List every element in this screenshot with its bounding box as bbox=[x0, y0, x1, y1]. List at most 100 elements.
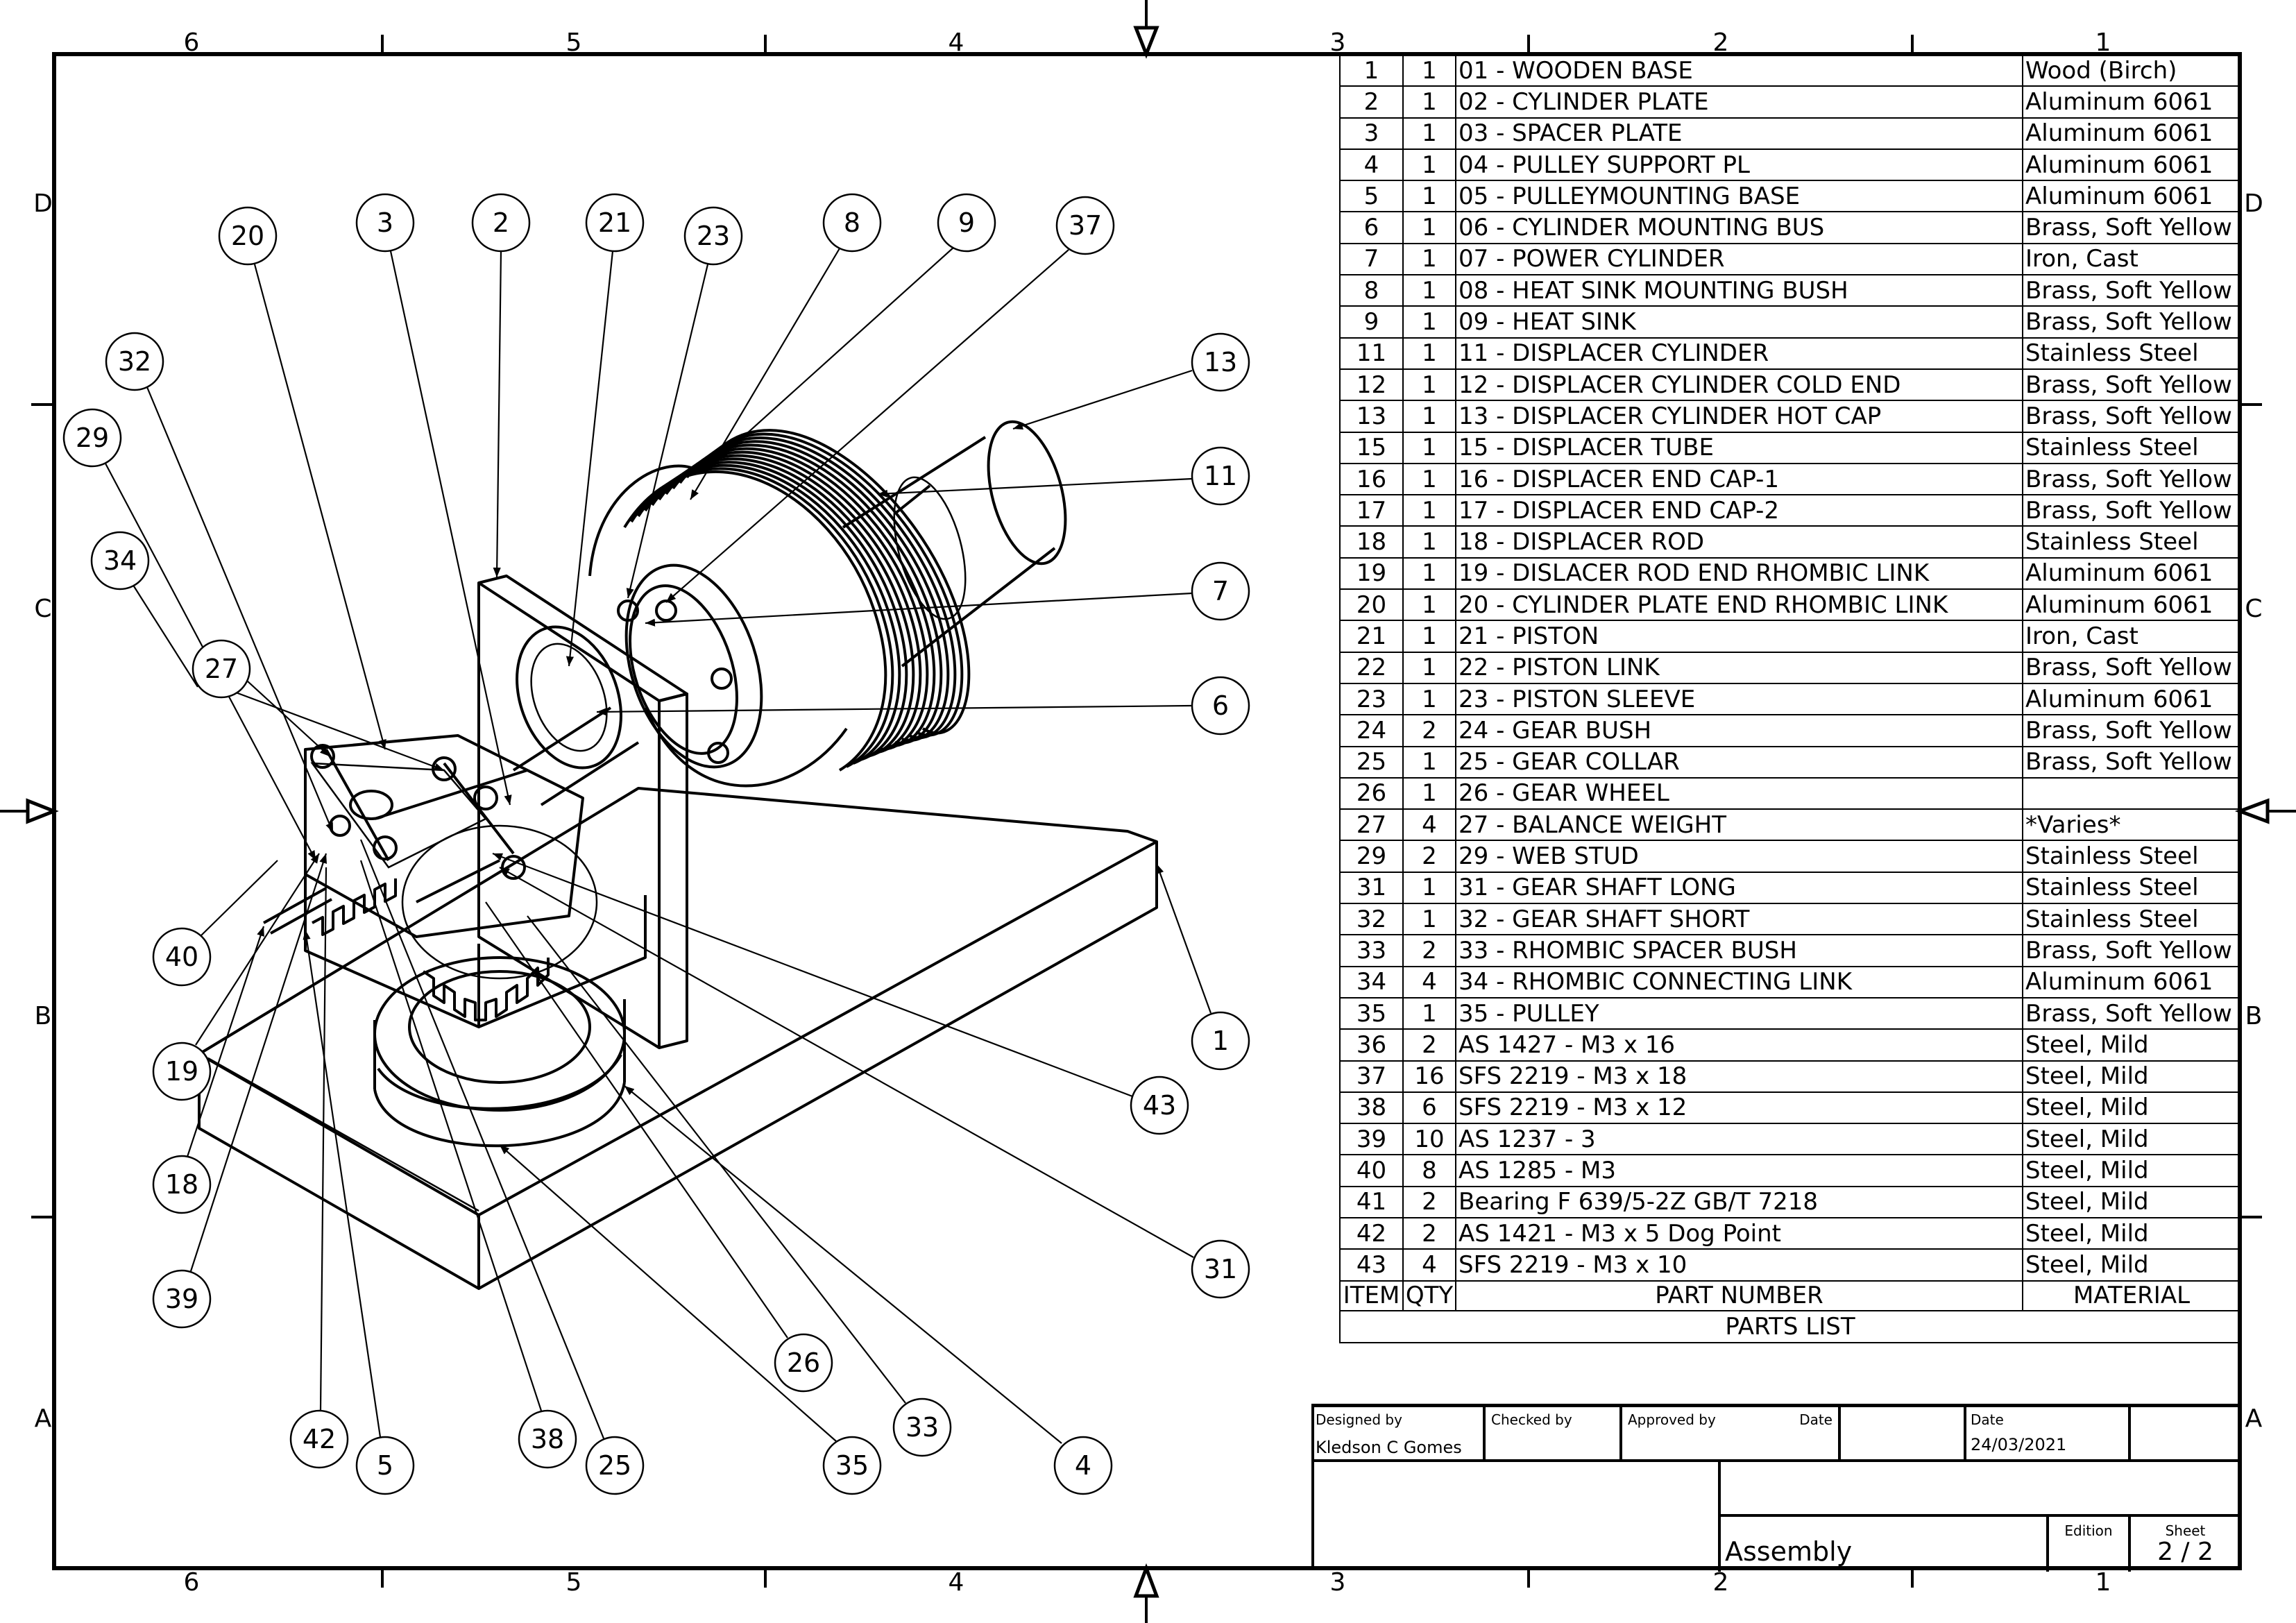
cell-part-number: 34 - RHOMBIC CONNECTING LINK bbox=[1455, 965, 2023, 999]
balloon-40-label: 40 bbox=[165, 942, 198, 972]
balloon-34[interactable]: 34 bbox=[90, 531, 150, 590]
cell-qty: 4 bbox=[1402, 1248, 1456, 1282]
cell-item: 35 bbox=[1339, 996, 1404, 1030]
cell-item: 29 bbox=[1339, 840, 1404, 873]
balloon-31[interactable]: 31 bbox=[1191, 1239, 1250, 1299]
parts-list-header: ITEM QTY PART NUMBER MATERIAL bbox=[1339, 1280, 2241, 1311]
balloon-4[interactable]: 4 bbox=[1053, 1436, 1113, 1495]
approved-date-label: Date bbox=[1799, 1411, 1832, 1428]
blank-cell bbox=[2131, 1407, 2240, 1462]
cell-material: Iron, Cast bbox=[2022, 620, 2241, 653]
cell-qty: 16 bbox=[1402, 1060, 1456, 1093]
balloon-35[interactable]: 35 bbox=[822, 1436, 882, 1495]
balloon-5[interactable]: 5 bbox=[355, 1436, 415, 1495]
balloon-19[interactable]: 19 bbox=[152, 1042, 212, 1101]
cell-qty: 1 bbox=[1402, 180, 1456, 213]
balloon-1[interactable]: 1 bbox=[1191, 1011, 1250, 1071]
centering-mark-top bbox=[1133, 0, 1159, 59]
cell-qty: 1 bbox=[1402, 117, 1456, 150]
zone-row-a: A bbox=[2245, 1404, 2263, 1433]
balloon-26[interactable]: 26 bbox=[774, 1333, 833, 1393]
cell-item: 25 bbox=[1339, 745, 1404, 779]
balloon-2[interactable]: 2 bbox=[471, 193, 531, 253]
cell-item: 36 bbox=[1339, 1028, 1404, 1062]
cell-qty: 1 bbox=[1402, 431, 1456, 464]
balloon-11[interactable]: 11 bbox=[1191, 446, 1250, 506]
balloon-9[interactable]: 9 bbox=[937, 193, 996, 253]
balloon-43[interactable]: 43 bbox=[1130, 1076, 1189, 1135]
balloon-32[interactable]: 32 bbox=[105, 332, 164, 391]
balloon-25[interactable]: 25 bbox=[585, 1436, 645, 1495]
balloon-32-label: 32 bbox=[118, 346, 151, 377]
zone-col-5: 5 bbox=[566, 28, 582, 57]
balloon-8[interactable]: 8 bbox=[822, 193, 882, 253]
cell-item: 40 bbox=[1339, 1154, 1404, 1187]
cell-qty: 1 bbox=[1402, 148, 1456, 182]
cell-qty: 1 bbox=[1402, 211, 1456, 244]
cell-material: Aluminum 6061 bbox=[2022, 148, 2241, 182]
balloon-3[interactable]: 3 bbox=[355, 193, 415, 253]
cell-material: Steel, Mild bbox=[2022, 1123, 2241, 1156]
cell-item: 19 bbox=[1339, 556, 1404, 590]
cell-part-number: SFS 2219 - M3 x 12 bbox=[1455, 1091, 2023, 1125]
cell-item: 43 bbox=[1339, 1248, 1404, 1282]
cell-material: Stainless Steel bbox=[2022, 840, 2241, 873]
cell-part-number: AS 1421 - M3 x 5 Dog Point bbox=[1455, 1216, 2023, 1250]
cell-qty: 1 bbox=[1402, 53, 1456, 87]
balloon-18[interactable]: 18 bbox=[152, 1155, 212, 1214]
cell-part-number: 23 - PISTON SLEEVE bbox=[1455, 682, 2023, 716]
cell-qty: 1 bbox=[1402, 368, 1456, 402]
balloon-21[interactable]: 21 bbox=[585, 193, 645, 253]
balloon-40[interactable]: 40 bbox=[152, 927, 212, 987]
zone-col-1: 1 bbox=[2095, 1568, 2111, 1597]
leader-lines bbox=[105, 246, 1212, 1444]
balloon-7[interactable]: 7 bbox=[1191, 561, 1250, 621]
balloon-27[interactable]: 27 bbox=[192, 639, 251, 699]
balloon-13[interactable]: 13 bbox=[1191, 332, 1250, 392]
cell-part-number: AS 1285 - M3 bbox=[1455, 1154, 2023, 1187]
cell-item: 17 bbox=[1339, 494, 1404, 527]
zone-labels-right: D C B A bbox=[2244, 189, 2263, 1433]
balloon-42[interactable]: 42 bbox=[289, 1409, 349, 1469]
cell-material: Aluminum 6061 bbox=[2022, 682, 2241, 716]
cell-qty: 1 bbox=[1402, 651, 1456, 684]
rhombic-drive bbox=[263, 734, 647, 1028]
cell-qty: 8 bbox=[1402, 1154, 1456, 1187]
balloon-5-label: 5 bbox=[377, 1450, 393, 1481]
cell-material: Aluminum 6061 bbox=[2022, 85, 2241, 119]
balloon-38[interactable]: 38 bbox=[518, 1409, 577, 1469]
balloon-34-label: 34 bbox=[103, 545, 137, 576]
date-cell: Date 24/03/2021 bbox=[1966, 1407, 2131, 1462]
cell-material: Stainless Steel bbox=[2022, 903, 2241, 936]
balloon-37[interactable]: 37 bbox=[1055, 196, 1115, 255]
balloon-29[interactable]: 29 bbox=[62, 408, 122, 468]
cell-material: Stainless Steel bbox=[2022, 337, 2241, 370]
cell-qty: 1 bbox=[1402, 337, 1456, 370]
zone-labels-left: D C B A bbox=[33, 189, 53, 1433]
zone-col-4: 4 bbox=[949, 28, 964, 57]
cell-item: 7 bbox=[1339, 242, 1404, 276]
cell-material: Aluminum 6061 bbox=[2022, 117, 2241, 150]
balloon-23[interactable]: 23 bbox=[683, 206, 743, 266]
balloon-19-label: 19 bbox=[165, 1056, 198, 1087]
balloon-33[interactable]: 33 bbox=[892, 1397, 952, 1457]
approved-by-label: Approved by bbox=[1628, 1411, 1716, 1428]
balloon-39[interactable]: 39 bbox=[152, 1269, 212, 1329]
balloon-6[interactable]: 6 bbox=[1191, 676, 1250, 736]
balloon-20[interactable]: 20 bbox=[218, 206, 278, 266]
cell-item: 1 bbox=[1339, 53, 1404, 87]
cell-material: Steel, Mild bbox=[2022, 1248, 2241, 1282]
cell-item: 9 bbox=[1339, 305, 1404, 339]
zone-col-6: 6 bbox=[184, 28, 200, 57]
cell-qty: 1 bbox=[1402, 274, 1456, 307]
cell-part-number: 29 - WEB STUD bbox=[1455, 840, 2023, 873]
balloon-3-label: 3 bbox=[377, 207, 393, 238]
cell-material: *Varies* bbox=[2022, 808, 2241, 842]
